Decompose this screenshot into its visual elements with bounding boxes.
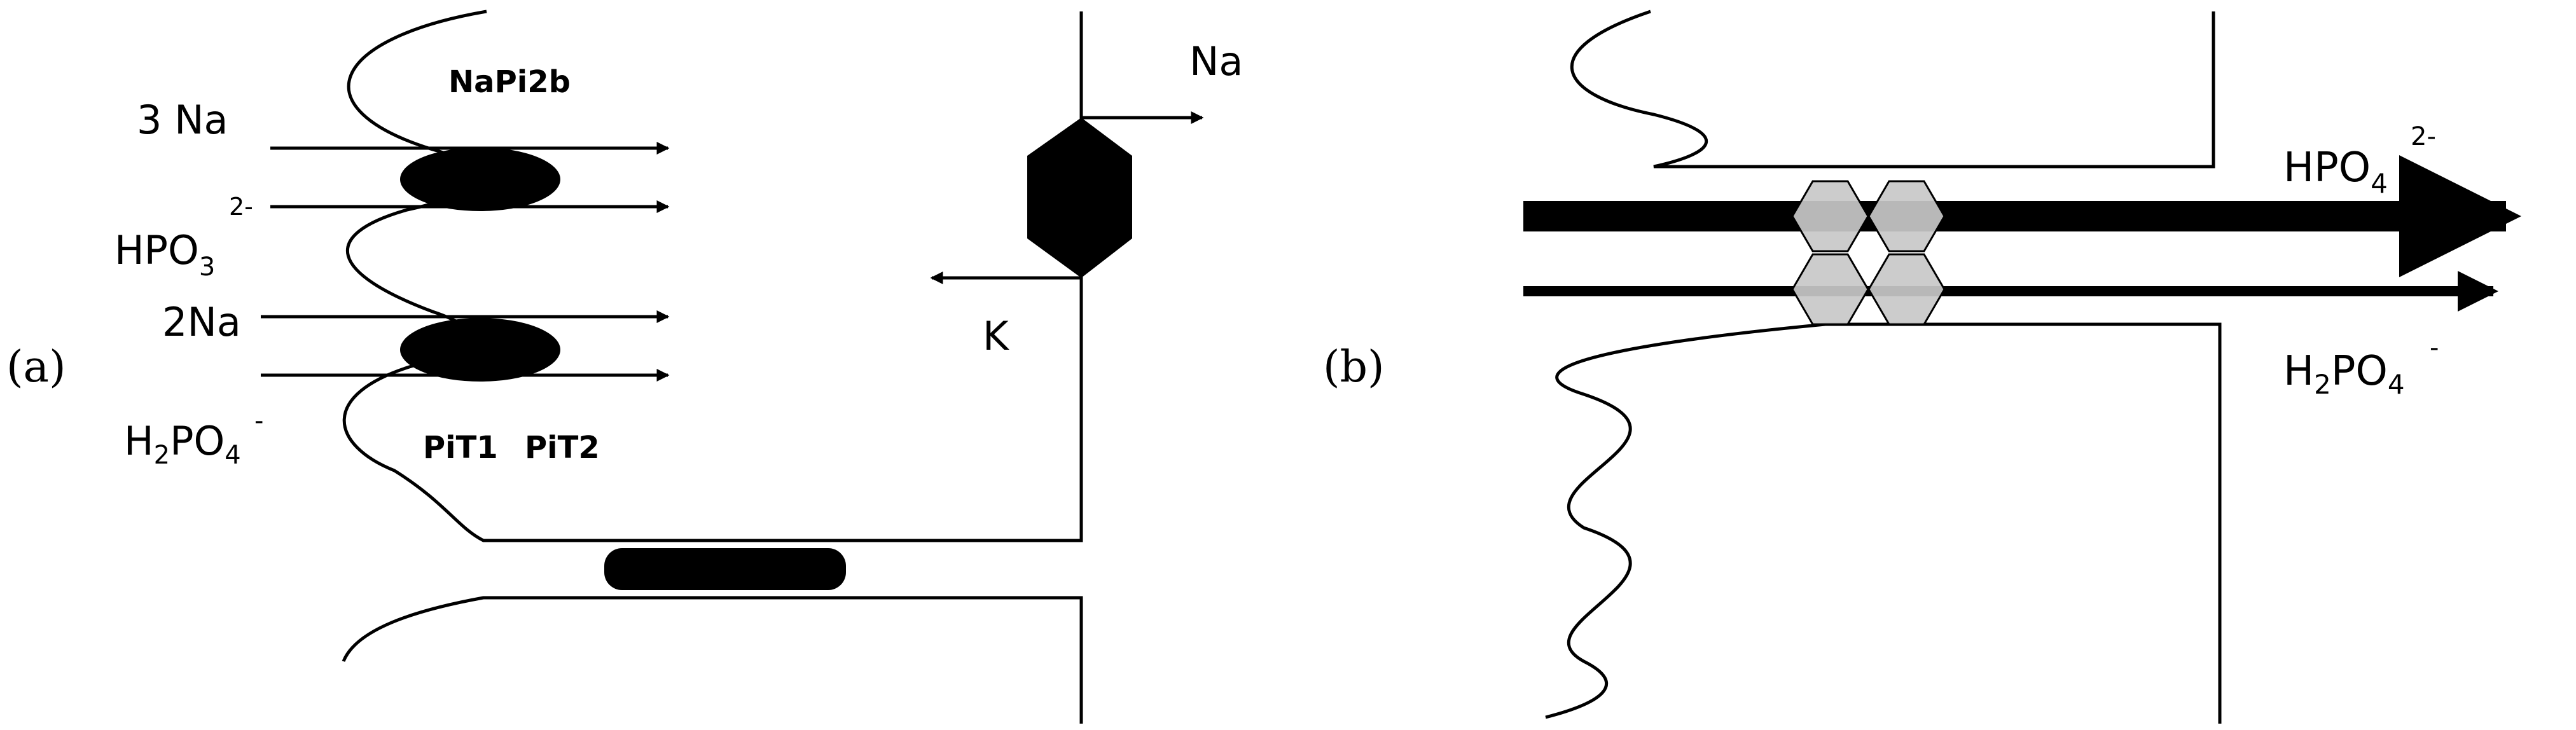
claudin-hexagon (1791, 180, 1869, 252)
claudin-hexagon (1867, 253, 1946, 326)
ion-h2po4-charge: - (254, 406, 263, 436)
ion-hpo4-charge: 2- (2411, 122, 2436, 151)
ion-hpo3-charge: 2- (229, 193, 253, 221)
pump-na-label: Na (1189, 38, 1243, 85)
panel-b: (b) HPO4 2- H2PO4 - (1323, 10, 2521, 724)
ion-hpo4-label: HPO4 (2283, 144, 2388, 199)
ion-hpo3-label: HPO3 (114, 227, 215, 282)
pit1-label: PiT1 (423, 430, 498, 465)
pit2-label: PiT2 (525, 430, 600, 465)
ion-h2po4-label: H2PO4 (124, 418, 241, 470)
panel-b-label: (b) (1323, 342, 1385, 392)
panel-a: (a) NaPi2b 3 Na HPO3 2- 2Na H2PO4 - PiT1 (6, 10, 1243, 724)
ion-h2po4-b-label: H2PO4 (2283, 348, 2405, 400)
claudin-hexagon (1867, 180, 1946, 252)
cell-a-membrane (342, 10, 1083, 542)
cell-b-upper-membrane (1570, 10, 2215, 169)
claudin-hexagon (1791, 253, 1869, 326)
na-k-pump (1027, 118, 1132, 278)
tight-junction-a (604, 548, 846, 590)
panel-a-label: (a) (6, 342, 66, 392)
ion-2na-label: 2Na (162, 299, 241, 345)
pit-transporter (400, 318, 560, 382)
pump-k-label: K (983, 313, 1009, 359)
cell-a-lower-membrane (342, 596, 1083, 724)
tight-junction-b (1791, 180, 1946, 326)
ion-3na-label: 3 Na (137, 97, 228, 143)
napi2b-transporter (400, 148, 560, 211)
cell-b-lower-membrane (1545, 322, 2222, 724)
napi2b-label: NaPi2b (448, 64, 571, 100)
ion-h2po4-b-charge: - (2430, 333, 2439, 362)
